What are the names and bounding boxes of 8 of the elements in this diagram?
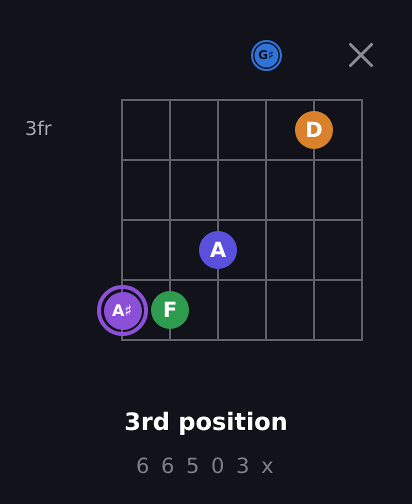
fret-number-label: 3fr [25,118,52,140]
note-dot: F [151,291,189,329]
note-dot: A [199,231,237,269]
note-dot: D [295,111,333,149]
note-dot: A♯ [96,284,148,336]
chord-position-title: 3rd position [124,408,288,436]
open-string-marker: G♯ [250,40,282,70]
fret-numbers: 6 6 5 0 3 x [136,454,276,478]
